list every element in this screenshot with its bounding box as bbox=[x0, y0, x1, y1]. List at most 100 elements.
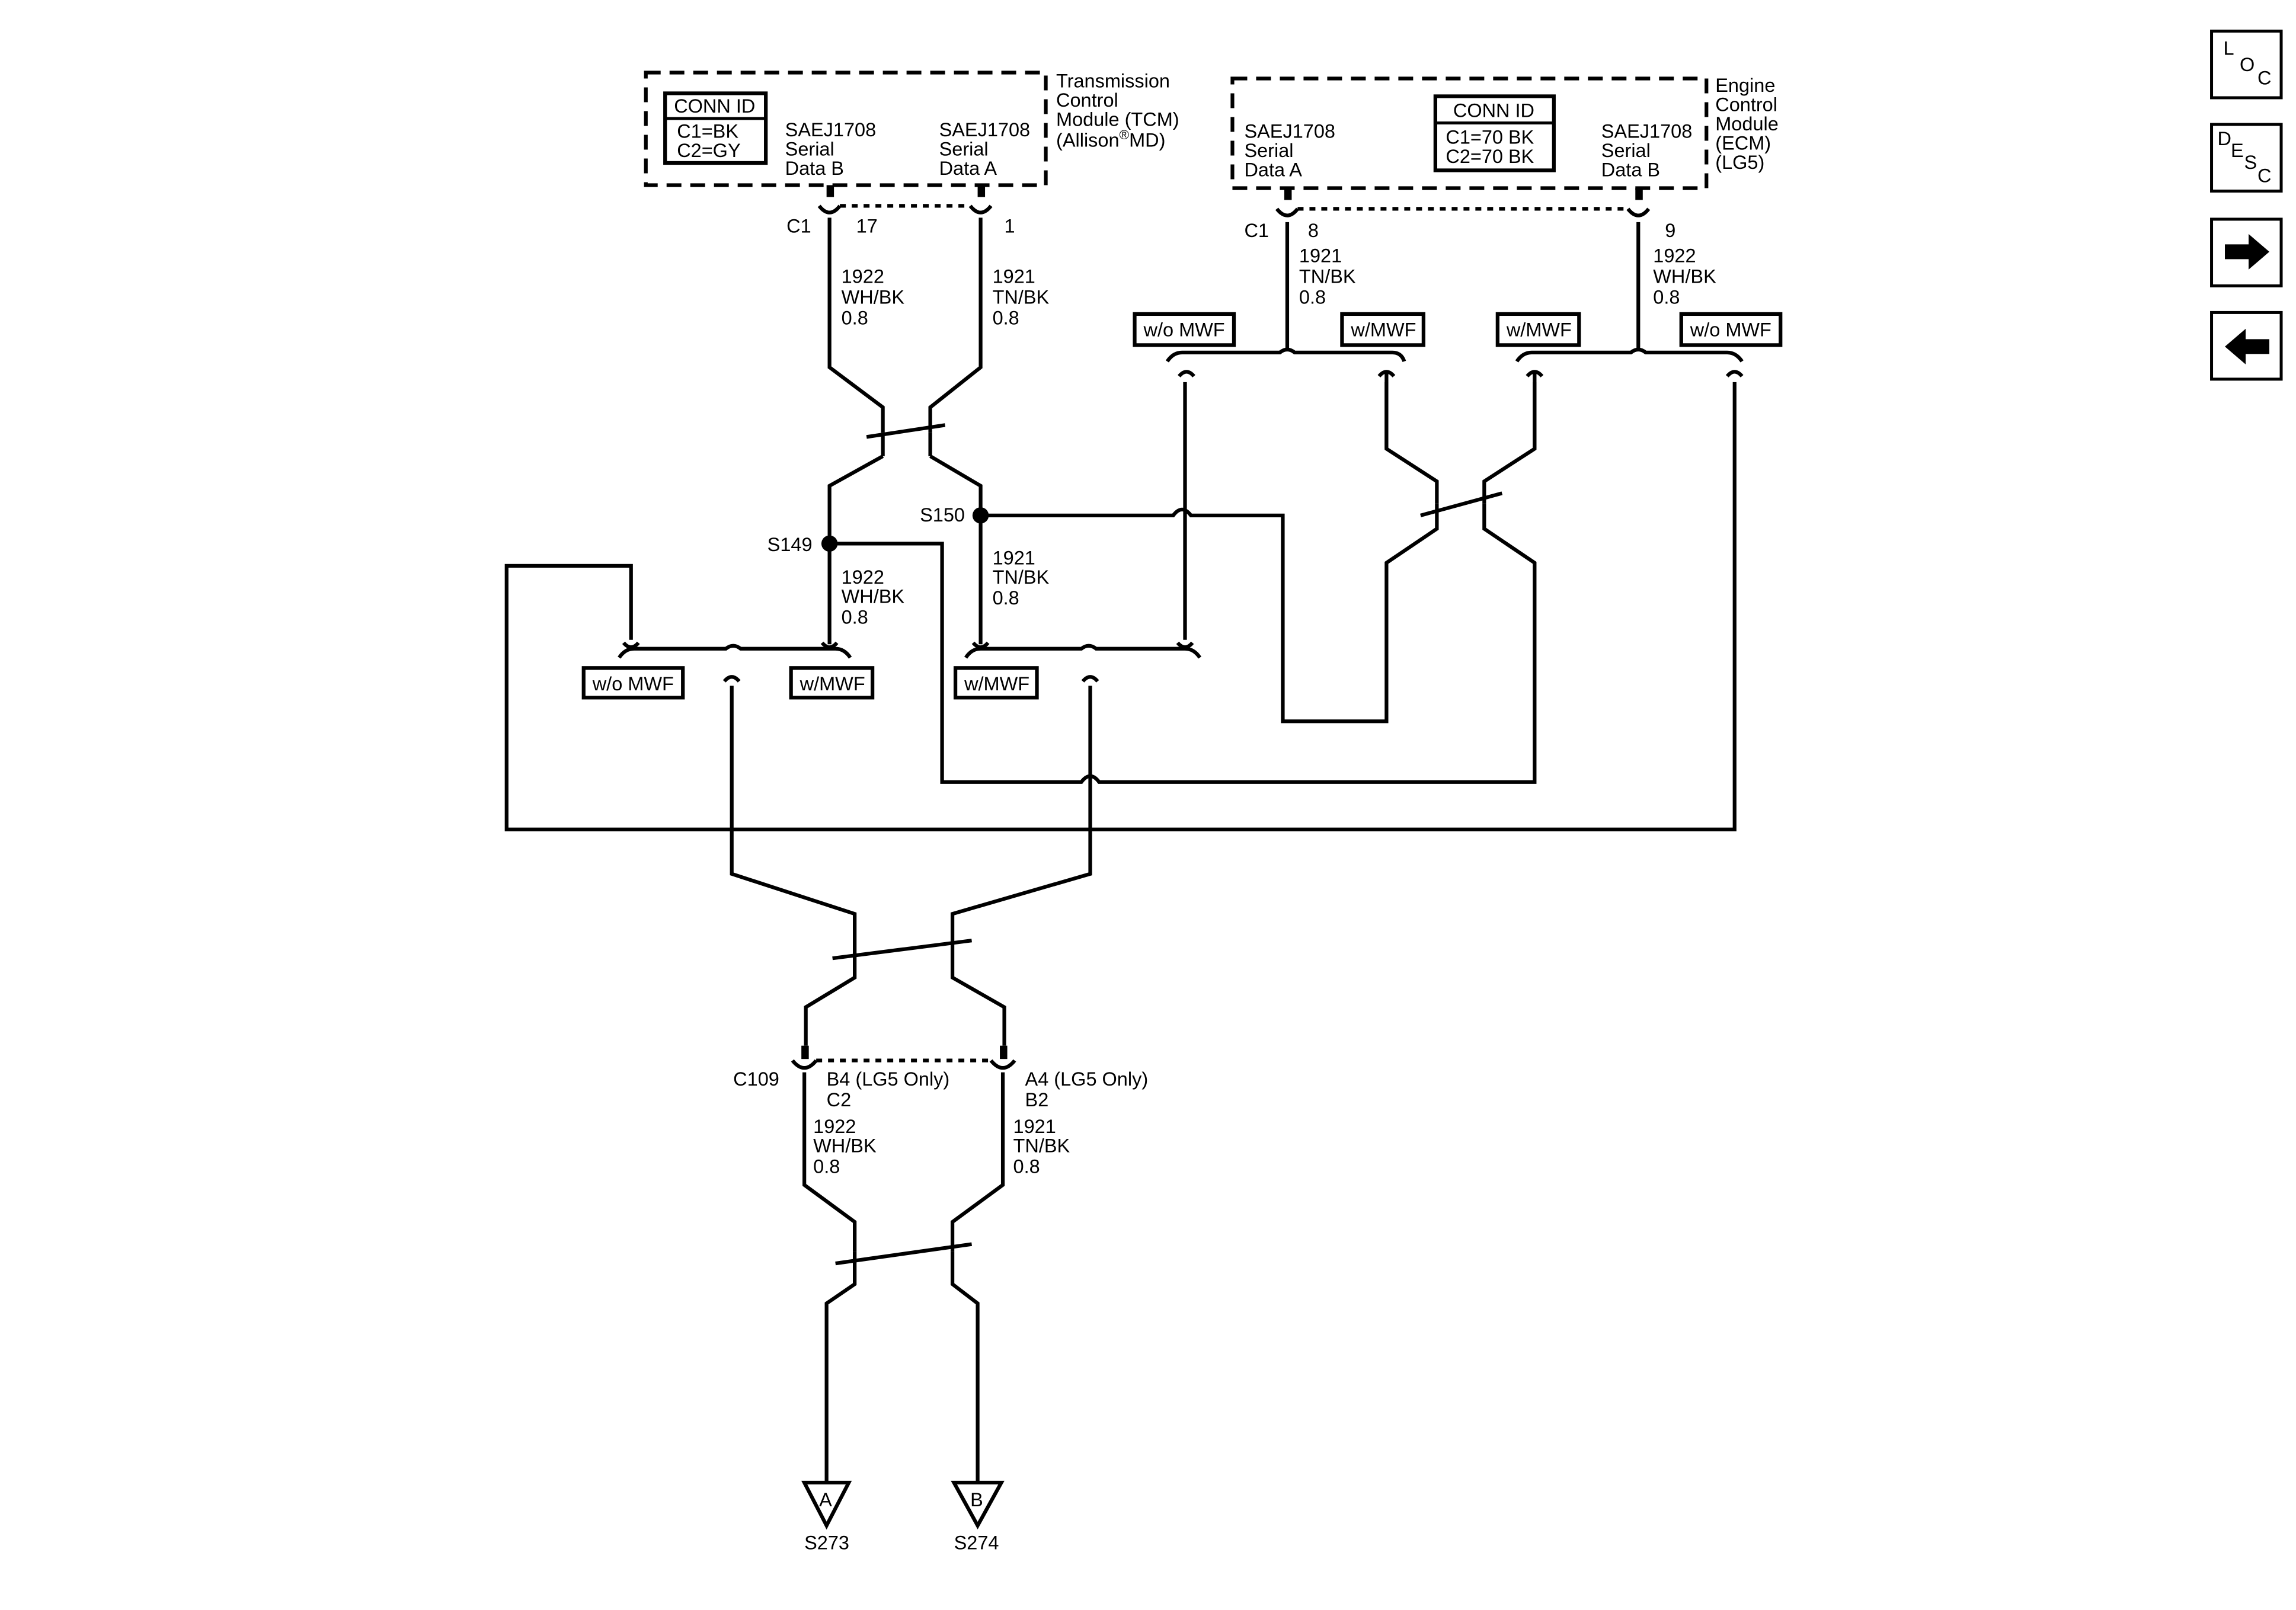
svg-text:w/MWF: w/MWF bbox=[1350, 319, 1416, 340]
svg-text:1922: 1922 bbox=[842, 566, 884, 588]
svg-text:C2=70 BK: C2=70 BK bbox=[1446, 146, 1534, 167]
reference-b-s274[interactable]: B S274 bbox=[951, 1480, 1005, 1554]
connector-c109-labels: C109 B4 (LG5 Only) C2 A4 (LG5 Only) B2 bbox=[733, 1068, 1148, 1110]
svg-text:w/o MWF: w/o MWF bbox=[1690, 319, 1771, 340]
svg-text:TN/BK: TN/BK bbox=[1299, 265, 1356, 287]
svg-text:9: 9 bbox=[1665, 220, 1675, 241]
svg-text:0.8: 0.8 bbox=[842, 307, 868, 328]
svg-text:w/MWF: w/MWF bbox=[964, 673, 1029, 694]
left-arrow-icon bbox=[2225, 328, 2270, 364]
wire-label-ecm-a: 1921 TN/BK 0.8 bbox=[1299, 245, 1356, 308]
svg-text:0.8: 0.8 bbox=[993, 587, 1019, 609]
wire-label-ecm-b: 1922 WH/BK 0.8 bbox=[1653, 245, 1716, 308]
desc-button[interactable]: D E S C bbox=[2210, 123, 2283, 193]
svg-text:Engine: Engine bbox=[1715, 75, 1775, 96]
svg-text:D: D bbox=[2218, 128, 2231, 149]
ecm-conn-id-table: CONN ID C1=70 BK C2=70 BK bbox=[1433, 94, 1556, 172]
svg-text:w/MWF: w/MWF bbox=[800, 673, 865, 694]
svg-text:WH/BK: WH/BK bbox=[842, 286, 905, 308]
svg-text:1921: 1921 bbox=[1013, 1116, 1056, 1137]
wire-label-c109-a: 1921 TN/BK 0.8 bbox=[1013, 1116, 1070, 1177]
tcm-conn-id-table: CONN ID C1=BK C2=GY bbox=[663, 91, 768, 165]
svg-text:Module (TCM): Module (TCM) bbox=[1056, 108, 1179, 130]
svg-text:WH/BK: WH/BK bbox=[1653, 265, 1716, 287]
svg-text:WH/BK: WH/BK bbox=[813, 1135, 877, 1157]
ecm-module-outline bbox=[1230, 76, 1709, 190]
svg-text:1922: 1922 bbox=[1653, 245, 1696, 266]
svg-text:A4 (LG5 Only): A4 (LG5 Only) bbox=[1025, 1068, 1149, 1090]
svg-text:TN/BK: TN/BK bbox=[993, 566, 1050, 588]
svg-text:1: 1 bbox=[1005, 215, 1015, 236]
svg-text:SAEJ1708: SAEJ1708 bbox=[939, 119, 1031, 140]
svg-text:C1: C1 bbox=[1244, 220, 1269, 241]
svg-text:1921: 1921 bbox=[993, 265, 1035, 287]
ecm-pin-a-label: SAEJ1708 Serial Data A bbox=[1244, 120, 1335, 180]
svg-text:O: O bbox=[2240, 54, 2255, 75]
ecm-pin-b-label: SAEJ1708 Serial Data B bbox=[1601, 120, 1693, 180]
svg-text:S273: S273 bbox=[804, 1532, 849, 1554]
svg-text:SAEJ1708: SAEJ1708 bbox=[1244, 120, 1335, 142]
svg-text:1922: 1922 bbox=[842, 265, 884, 287]
svg-text:Data B: Data B bbox=[1601, 159, 1660, 180]
tcm-connector-c1: C1 17 1 bbox=[786, 185, 1015, 236]
svg-text:E: E bbox=[2231, 140, 2244, 161]
ecm-connector-c1: C1 8 9 bbox=[1244, 188, 1675, 241]
reference-a-s273[interactable]: A S273 bbox=[801, 1480, 852, 1554]
svg-text:C: C bbox=[2257, 165, 2271, 186]
svg-text:0.8: 0.8 bbox=[993, 307, 1019, 328]
svg-text:B: B bbox=[970, 1489, 983, 1510]
splice-s150-label: S150 bbox=[920, 504, 965, 526]
svg-text:17: 17 bbox=[856, 215, 878, 236]
svg-text:0.8: 0.8 bbox=[1653, 286, 1680, 308]
svg-text:S: S bbox=[2244, 152, 2257, 173]
svg-text:C1=70 BK: C1=70 BK bbox=[1446, 126, 1534, 148]
svg-text:Transmission: Transmission bbox=[1056, 70, 1170, 91]
wire-label-tcm-b: 1922 WH/BK 0.8 bbox=[842, 265, 905, 328]
svg-text:Serial: Serial bbox=[939, 138, 989, 159]
splice-s149-label: S149 bbox=[768, 534, 813, 555]
svg-text:0.8: 0.8 bbox=[1299, 286, 1326, 308]
ecm-title: Engine Control Module (ECM) (LG5) bbox=[1715, 75, 1779, 173]
svg-text:TN/BK: TN/BK bbox=[1013, 1135, 1070, 1157]
svg-text:CONN ID: CONN ID bbox=[674, 95, 755, 117]
wire-label-tcm-a: 1921 TN/BK 0.8 bbox=[993, 265, 1050, 328]
option-ecm-a-wo-mwf: w/o MWF bbox=[1133, 312, 1236, 347]
wire-network: S149 S150 bbox=[504, 217, 1744, 1481]
wire-label-s149: 1922 WH/BK 0.8 bbox=[842, 566, 905, 628]
wire-label-c109-b: 1922 WH/BK 0.8 bbox=[813, 1116, 877, 1177]
svg-text:Serial: Serial bbox=[785, 138, 834, 159]
option-ecm-b-wo-mwf: w/o MWF bbox=[1679, 312, 1783, 347]
svg-text:Serial: Serial bbox=[1601, 140, 1651, 161]
svg-text:Serial: Serial bbox=[1244, 140, 1293, 161]
svg-text:0.8: 0.8 bbox=[813, 1156, 840, 1177]
svg-text:1921: 1921 bbox=[993, 547, 1035, 568]
svg-text:w/o MWF: w/o MWF bbox=[592, 673, 674, 694]
svg-text:SAEJ1708: SAEJ1708 bbox=[1601, 120, 1693, 142]
option-ecm-b-w-mwf: w/MWF bbox=[1495, 312, 1581, 347]
loc-button[interactable]: L O C bbox=[2210, 29, 2283, 100]
prev-page-button[interactable] bbox=[2210, 311, 2283, 381]
svg-text:(ECM): (ECM) bbox=[1715, 132, 1771, 153]
tcm-title: Transmission Control Module (TCM) (Allis… bbox=[1056, 70, 1179, 151]
tcm-pin-b-label: SAEJ1708 Serial Data B bbox=[785, 119, 877, 179]
svg-text:(Allison®MD): (Allison®MD) bbox=[1056, 127, 1165, 151]
svg-text:Control: Control bbox=[1715, 94, 1777, 115]
svg-text:1922: 1922 bbox=[813, 1116, 856, 1137]
svg-text:8: 8 bbox=[1308, 220, 1319, 241]
tcm-pin-a-label: SAEJ1708 Serial Data A bbox=[939, 119, 1031, 179]
svg-text:1921: 1921 bbox=[1299, 245, 1342, 266]
svg-text:w/o MWF: w/o MWF bbox=[1143, 319, 1225, 340]
svg-text:Control: Control bbox=[1056, 89, 1118, 111]
wire-label-s150: 1921 TN/BK 0.8 bbox=[993, 547, 1050, 608]
option-tcm-b-wo-mwf: w/o MWF bbox=[581, 666, 685, 700]
svg-text:CONN ID: CONN ID bbox=[1453, 100, 1534, 121]
svg-text:Data B: Data B bbox=[785, 158, 844, 179]
svg-text:C1: C1 bbox=[786, 215, 811, 236]
svg-text:L: L bbox=[2224, 37, 2234, 59]
option-tcm-b-w-mwf: w/MWF bbox=[789, 666, 875, 700]
next-page-button[interactable] bbox=[2210, 217, 2283, 287]
tcm-module-outline bbox=[644, 71, 1048, 187]
svg-text:TN/BK: TN/BK bbox=[993, 286, 1050, 308]
